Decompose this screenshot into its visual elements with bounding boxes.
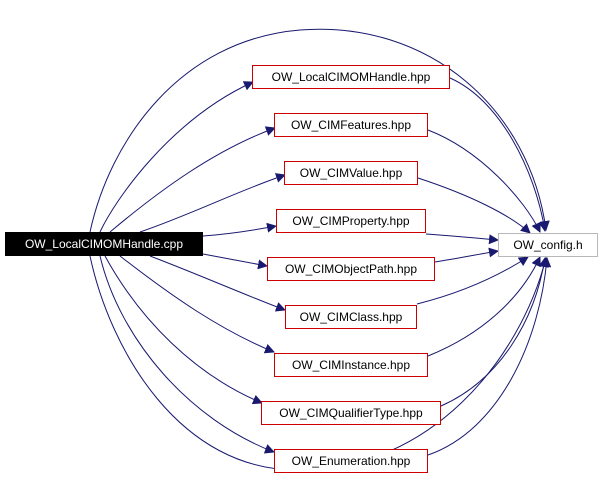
node-label: OW_Enumeration.hpp — [291, 454, 411, 468]
edge-root-to-config-h-top — [89, 28, 550, 233]
node-label: OW_CIMClass.hpp — [299, 310, 403, 324]
edge-root-to-enumeration-hpp — [99, 255, 275, 454]
edge-cim-features-hpp-to-config-h — [427, 129, 541, 233]
node-root[interactable]: OW_LocalCIMOMHandle.cpp — [5, 232, 203, 256]
edge-cim-property-hpp-to-config-h — [425, 233, 499, 245]
node-root-label: OW_LocalCIMOMHandle.cpp — [24, 237, 184, 251]
node-label: OW_CIMFeatures.hpp — [290, 118, 412, 132]
node-label: OW_CIMQualifierType.hpp — [279, 406, 423, 420]
node-include-cim-class-hpp[interactable]: OW_CIMClass.hpp — [285, 305, 417, 329]
edge-root-to-cim-object-path-hpp — [202, 253, 268, 270]
node-include-cim-qualifier-type-hpp[interactable]: OW_CIMQualifierType.hpp — [261, 401, 441, 425]
edge-cim-value-hpp-to-config-h — [417, 177, 531, 234]
edge-root-to-cim-instance-hpp — [119, 255, 275, 354]
node-label: OW_CIMProperty.hpp — [292, 214, 410, 228]
edge-enumeration-hpp-to-config-h — [427, 257, 552, 456]
node-target-config-h[interactable]: OW_config.h — [498, 233, 598, 257]
edge-root-to-local-cimom-handle-hpp — [99, 81, 254, 233]
node-include-cim-property-hpp[interactable]: OW_CIMProperty.hpp — [276, 209, 426, 233]
node-include-local-cimom-handle-hpp[interactable]: OW_LocalCIMOMHandle.hpp — [252, 65, 450, 89]
edge-root-to-cim-class-hpp — [149, 255, 286, 312]
node-include-enumeration-hpp[interactable]: OW_Enumeration.hpp — [274, 449, 428, 473]
edge-local-cimom-handle-hpp-to-config-h — [449, 77, 549, 232]
node-include-cim-object-path-hpp[interactable]: OW_CIMObjectPath.hpp — [267, 257, 435, 281]
edge-root-to-cim-property-hpp — [202, 222, 277, 237]
node-include-cim-value-hpp[interactable]: OW_CIMValue.hpp — [284, 161, 418, 185]
node-include-cim-features-hpp[interactable]: OW_CIMFeatures.hpp — [274, 113, 428, 137]
node-label: OW_CIMObjectPath.hpp — [284, 262, 418, 276]
edge-cim-object-path-hpp-to-config-h — [434, 247, 499, 263]
edge-cim-qualifier-type-hpp-to-config-h — [440, 257, 549, 407]
node-include-cim-instance-hpp[interactable]: OW_CIMInstance.hpp — [274, 353, 428, 377]
edge-cim-instance-hpp-to-config-h — [427, 256, 541, 357]
node-label: OW_CIMValue.hpp — [299, 166, 403, 180]
node-label: OW_LocalCIMOMHandle.hpp — [271, 70, 431, 84]
edge-root-to-cim-features-hpp — [109, 126, 276, 233]
edge-root-to-cim-value-hpp — [139, 173, 286, 233]
edge-cim-class-hpp-to-config-h — [416, 256, 529, 305]
node-target-label: OW_config.h — [513, 238, 583, 252]
node-label: OW_CIMInstance.hpp — [291, 358, 411, 372]
edge-root-to-cim-qualifier-type-hpp — [104, 255, 263, 405]
